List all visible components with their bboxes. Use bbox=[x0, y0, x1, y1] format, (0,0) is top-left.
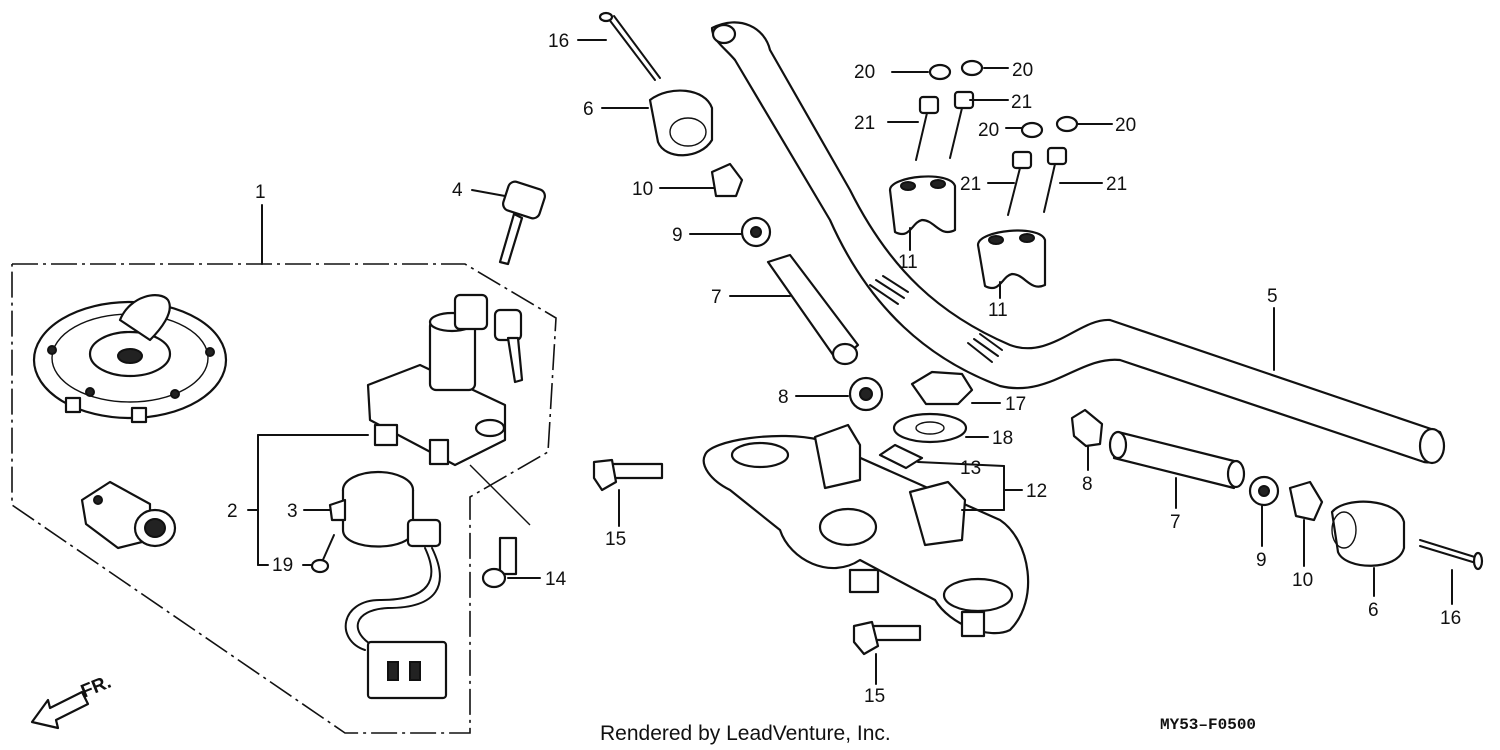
callout-8-left: 8 bbox=[778, 387, 789, 408]
lock-cylinder-part[interactable] bbox=[80, 480, 177, 550]
key-part[interactable] bbox=[498, 180, 547, 266]
callout-21-c: 21 bbox=[960, 174, 981, 195]
callout-6-right: 6 bbox=[1368, 600, 1379, 621]
bolts-21-part[interactable] bbox=[915, 90, 1068, 216]
nut-8-right-part[interactable] bbox=[1070, 408, 1104, 448]
callout-10-right: 10 bbox=[1292, 570, 1313, 591]
ignition-set-enclosure bbox=[11, 204, 557, 734]
callout-16-left: 16 bbox=[548, 31, 569, 52]
callout-1: 1 bbox=[255, 182, 266, 203]
callout-6-left: 6 bbox=[583, 99, 594, 120]
bolt-15-left-part[interactable] bbox=[592, 458, 664, 492]
handlebar-part[interactable] bbox=[710, 21, 1446, 465]
callout-9-left: 9 bbox=[672, 225, 683, 246]
front-direction-label: FR. bbox=[78, 672, 114, 703]
callout-20-c: 20 bbox=[978, 120, 999, 141]
nut-9-right-part[interactable] bbox=[1248, 475, 1280, 507]
callout-20-a: 20 bbox=[854, 62, 875, 83]
callout-4: 4 bbox=[452, 180, 463, 201]
callout-17: 17 bbox=[1005, 394, 1026, 415]
holder-11-upper-part[interactable] bbox=[888, 175, 957, 235]
bar-end-weight-6-left-part[interactable] bbox=[648, 89, 714, 157]
holder-11-lower-part[interactable] bbox=[976, 229, 1047, 289]
callout-9-right: 9 bbox=[1256, 550, 1267, 571]
stem-nut-17-part[interactable] bbox=[910, 370, 974, 406]
bolt-15-bottom-part[interactable] bbox=[852, 620, 922, 656]
callout-15-bottom: 15 bbox=[864, 686, 885, 707]
callout-labels: 1 2 3 19 4 14 16 6 10 9 7 8 15 15 20 20 … bbox=[227, 31, 1461, 707]
nut-8-left-part[interactable] bbox=[848, 376, 884, 412]
callout-21-b: 21 bbox=[1011, 92, 1032, 113]
callout-3: 3 bbox=[287, 501, 298, 522]
caps-20-part[interactable] bbox=[928, 59, 1079, 139]
rubber-13-part[interactable] bbox=[878, 443, 924, 470]
callout-21-a: 21 bbox=[854, 113, 875, 134]
washer-18-part[interactable] bbox=[892, 412, 968, 444]
weight-7-left-part[interactable] bbox=[766, 253, 860, 366]
callout-8-right: 8 bbox=[1082, 474, 1093, 495]
diagram-code: MY53–F0500 bbox=[1160, 716, 1256, 734]
callout-20-b: 20 bbox=[1012, 60, 1033, 81]
callout-14: 14 bbox=[545, 569, 567, 590]
fuel-cap-part[interactable] bbox=[32, 294, 228, 424]
ignition-solenoid-part[interactable] bbox=[328, 470, 448, 700]
callout-13: 13 bbox=[960, 458, 981, 479]
callout-11-lower: 11 bbox=[988, 300, 1008, 321]
screw-19-part[interactable] bbox=[310, 534, 335, 574]
callout-11-upper: 11 bbox=[898, 252, 918, 273]
nut-9-left-part[interactable] bbox=[740, 216, 772, 248]
callout-19: 19 bbox=[272, 555, 293, 576]
front-arrow-icon bbox=[30, 690, 90, 730]
collar-10-right-part[interactable] bbox=[1288, 480, 1324, 522]
callout-10-left: 10 bbox=[632, 179, 653, 200]
front-direction-indicator: FR. bbox=[30, 672, 114, 730]
callout-15-left: 15 bbox=[605, 529, 626, 550]
bolt-14-part[interactable] bbox=[469, 464, 531, 589]
end-screw-16-right-part[interactable] bbox=[1419, 539, 1484, 571]
callout-5: 5 bbox=[1267, 286, 1278, 307]
rendered-by-credit: Rendered by LeadVenture, Inc. bbox=[600, 722, 891, 745]
leader-lines bbox=[247, 39, 1453, 685]
callout-2: 2 bbox=[227, 501, 238, 522]
callout-7-right: 7 bbox=[1170, 512, 1181, 533]
collar-10-left-part[interactable] bbox=[710, 162, 744, 198]
callout-18: 18 bbox=[992, 428, 1013, 449]
callout-16-right: 16 bbox=[1440, 608, 1461, 629]
callout-7-left: 7 bbox=[711, 287, 722, 308]
callout-20-d: 20 bbox=[1115, 115, 1136, 136]
ignition-switch-part[interactable] bbox=[366, 293, 524, 467]
callout-12: 12 bbox=[1026, 481, 1047, 502]
weight-7-right-part[interactable] bbox=[1108, 430, 1246, 490]
callout-21-d: 21 bbox=[1106, 174, 1127, 195]
bar-end-weight-6-right-part[interactable] bbox=[1330, 500, 1406, 567]
top-bridge-12-part[interactable] bbox=[702, 423, 1030, 638]
end-screw-16-left-part[interactable] bbox=[598, 11, 661, 81]
